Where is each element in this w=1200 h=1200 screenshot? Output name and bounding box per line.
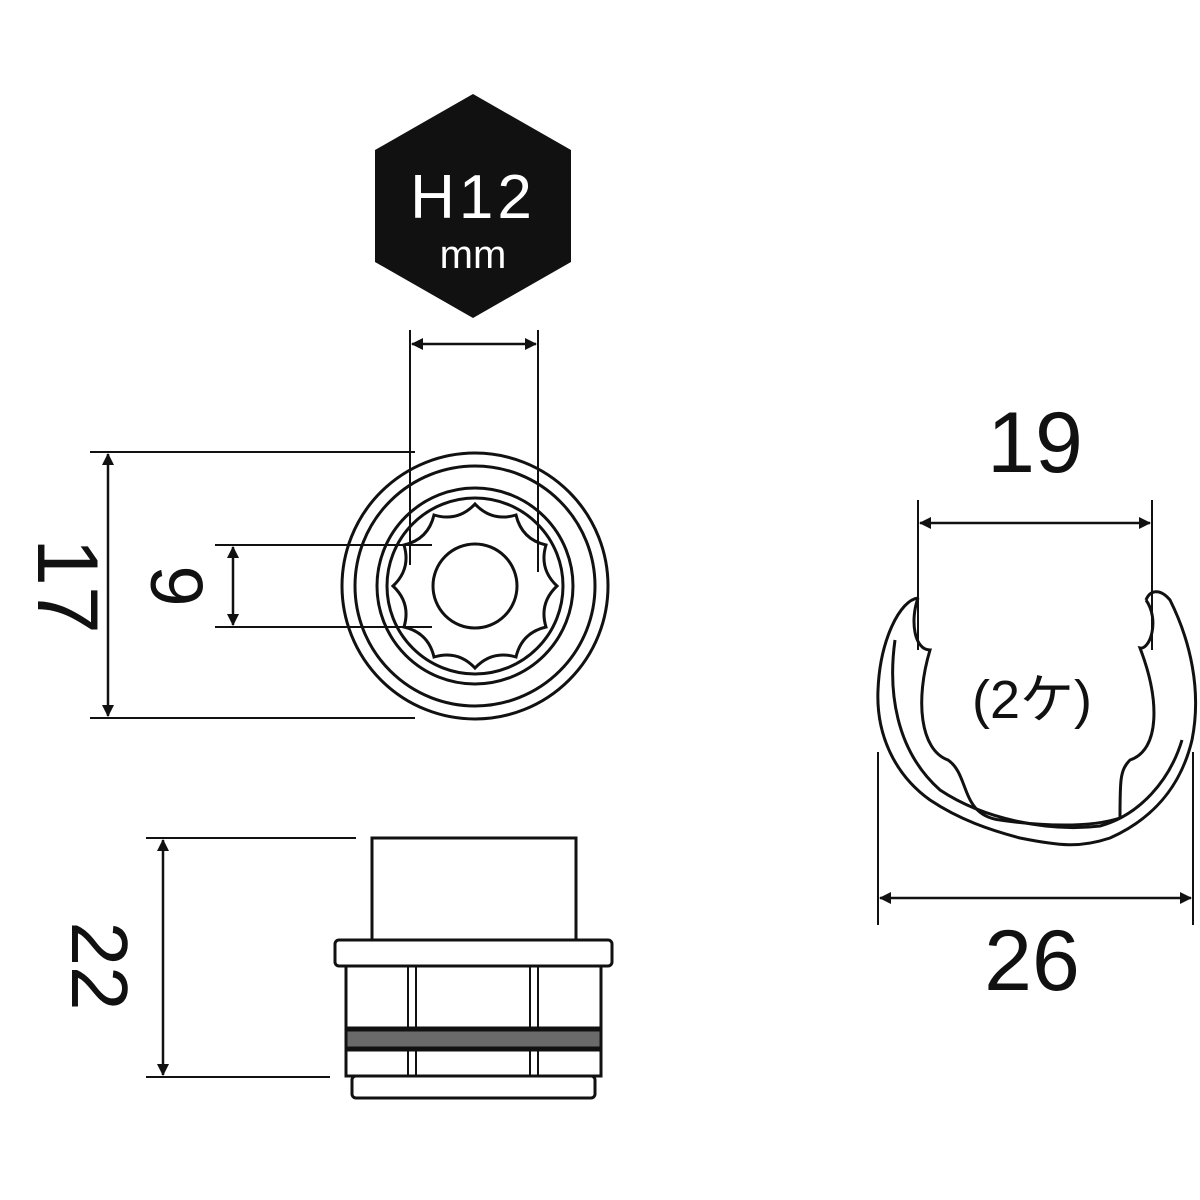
clip-middle-contour	[891, 639, 1184, 829]
socket-base	[350, 1074, 597, 1100]
clip-quantity-label: (2ケ)	[972, 670, 1092, 730]
height-17-label: 17	[19, 538, 115, 634]
socket-mid-ring-inner	[385, 496, 565, 676]
clip-outer-width-label: 26	[984, 913, 1080, 1009]
clip-inner-contour	[912, 597, 1156, 827]
badge-size-label: H12	[410, 163, 536, 232]
height-22-label: 22	[55, 922, 144, 1011]
socket-body	[344, 964, 603, 1030]
socket-front-view: 17 9	[19, 330, 610, 721]
socket-o-ring	[344, 1028, 603, 1050]
socket-mid-ring	[375, 486, 575, 686]
socket-side-view: 22	[55, 836, 614, 1100]
badge-unit-label: mm	[440, 233, 507, 277]
socket-upper-tube	[370, 836, 578, 942]
socket-flange	[333, 938, 614, 968]
twelve-point-opening	[390, 501, 560, 671]
socket-lower-body	[344, 1048, 603, 1078]
inner-bore	[431, 542, 519, 630]
bore-9-label: 9	[135, 565, 218, 606]
socket-outer-ring-inner	[353, 464, 597, 708]
socket-outer-ring	[340, 451, 610, 721]
clip-outer-contour	[876, 590, 1198, 847]
retaining-clip-view: 19 (2ケ) 26	[876, 395, 1198, 1009]
clip-inner-width-label: 19	[987, 395, 1083, 491]
hexagon-badge-shape	[375, 94, 571, 318]
size-badge: H12 mm	[375, 94, 571, 318]
